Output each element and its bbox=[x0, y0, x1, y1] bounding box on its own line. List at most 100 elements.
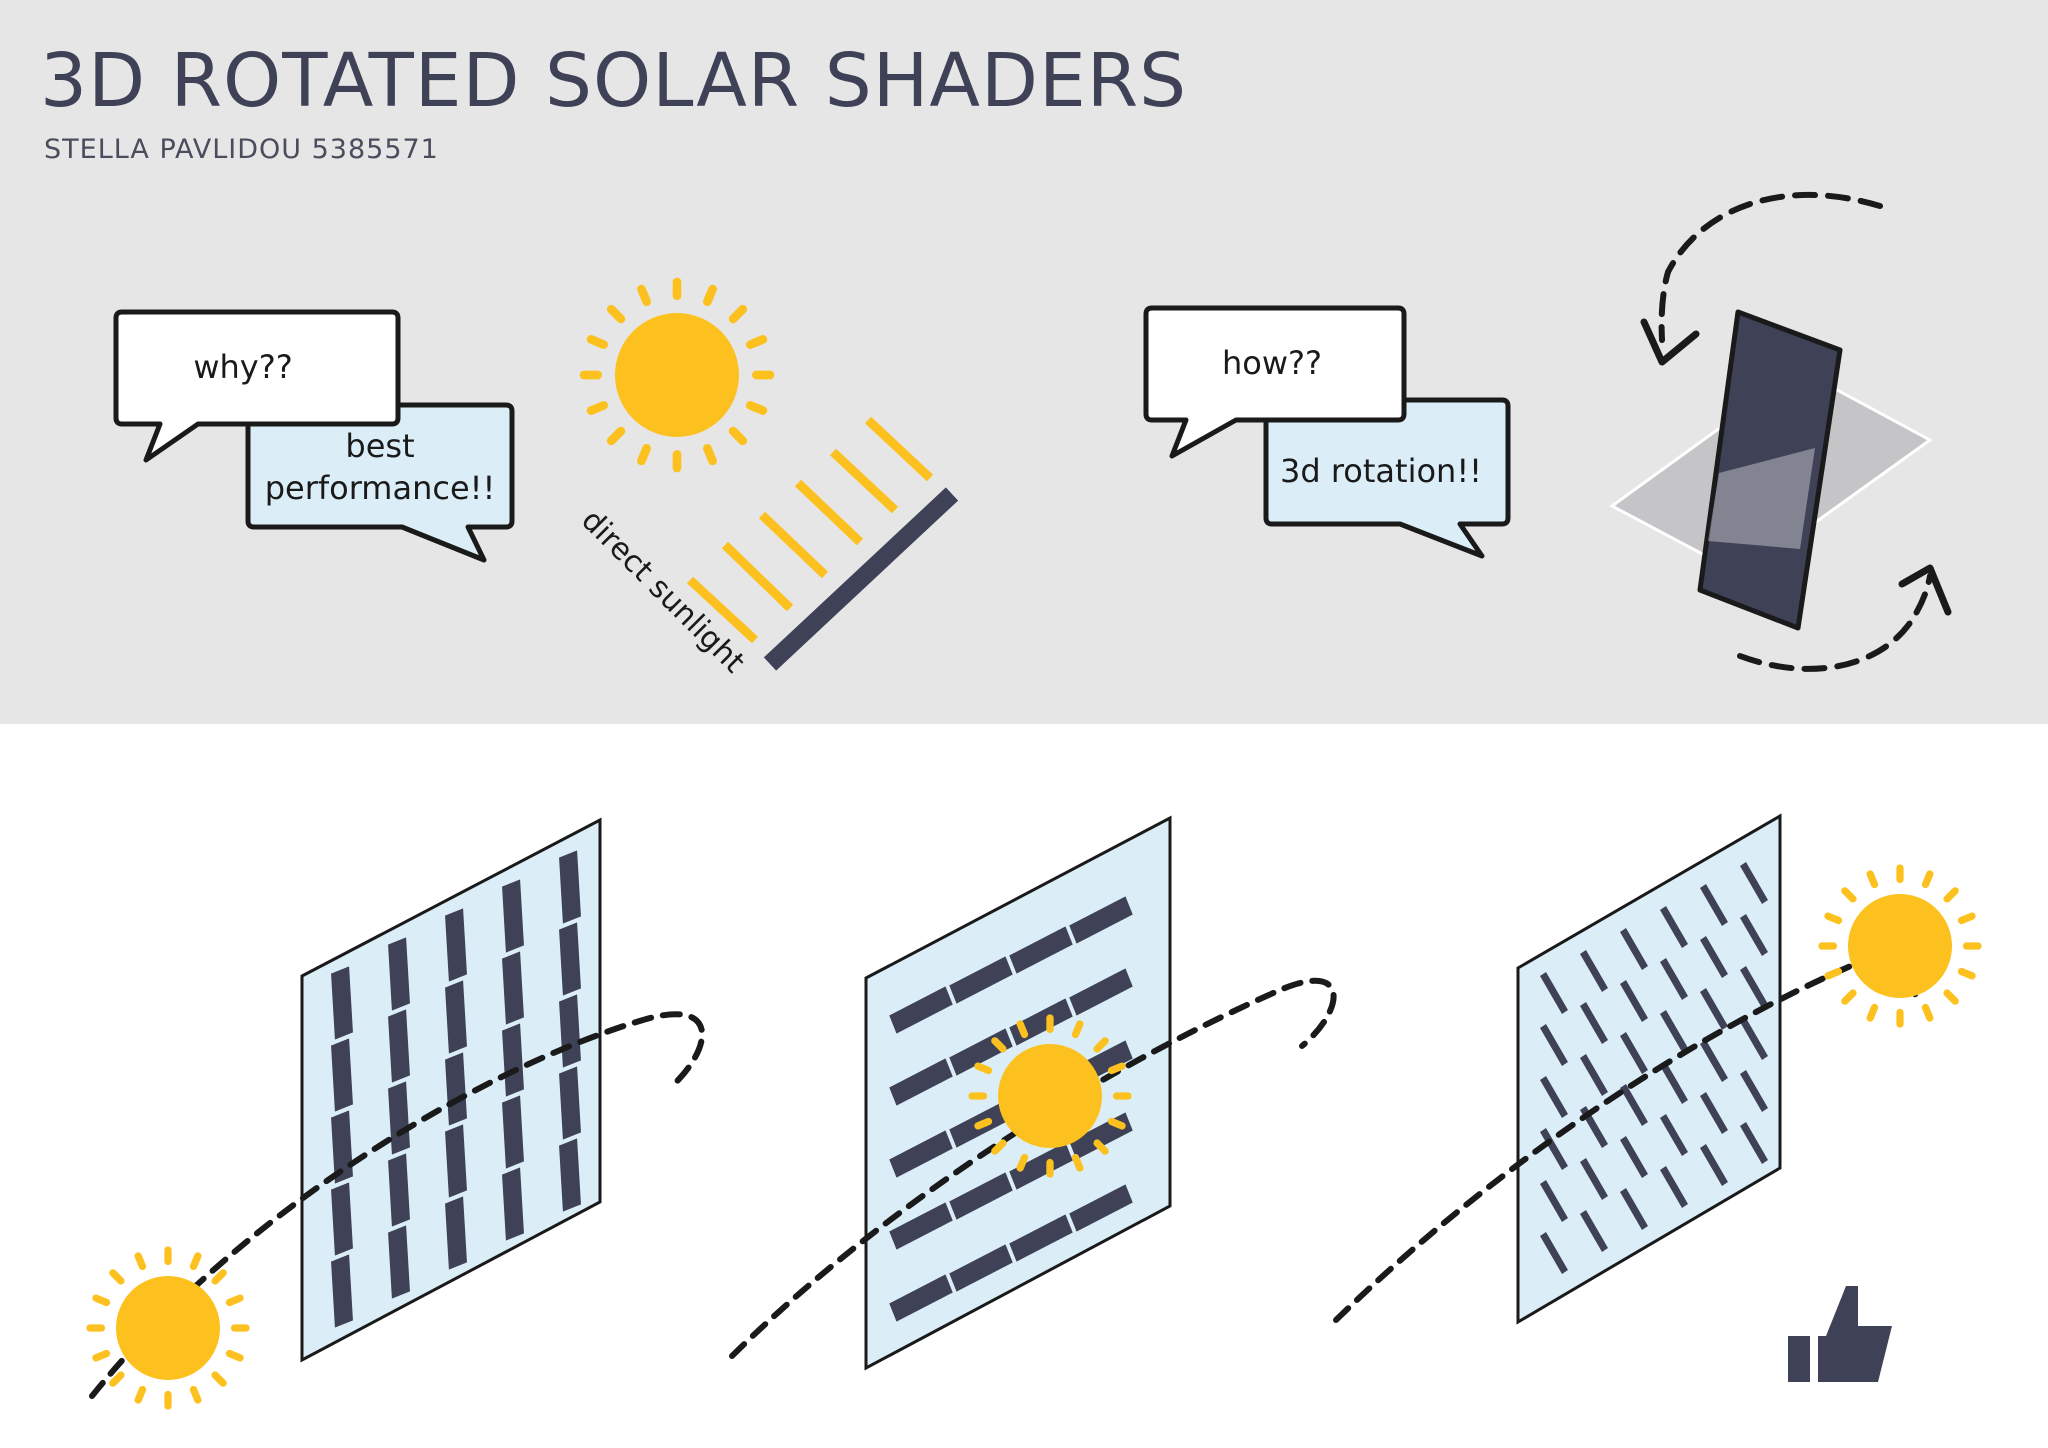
sun-ray bbox=[1107, 1117, 1126, 1130]
shader-panel-section bbox=[763, 487, 959, 671]
vertical-shader bbox=[499, 876, 527, 956]
direct-sunlight-label: direct sunlight bbox=[574, 503, 751, 680]
sun-ray bbox=[606, 426, 626, 446]
vertical-shader bbox=[499, 1092, 527, 1172]
rotated-shader bbox=[1540, 1076, 1568, 1118]
sun-disc bbox=[615, 313, 739, 437]
sun-ray bbox=[745, 401, 768, 415]
vertical-shader bbox=[499, 948, 527, 1028]
vertical-shader bbox=[556, 919, 584, 999]
sun-ray bbox=[703, 443, 717, 466]
speech-bubble-best: best performance!! bbox=[245, 402, 515, 563]
vertical-shader bbox=[442, 1193, 470, 1273]
sun-ray bbox=[991, 1037, 1007, 1053]
vertical-shader bbox=[328, 963, 356, 1043]
vertical-shader bbox=[556, 847, 584, 927]
sun-ray bbox=[1016, 1020, 1029, 1039]
rotated-shader bbox=[1700, 884, 1728, 926]
sun-ray bbox=[109, 1269, 125, 1285]
sun-ray bbox=[728, 426, 748, 446]
rotated-shader bbox=[1620, 1188, 1648, 1230]
vertical-shader bbox=[442, 905, 470, 985]
rotated-shader bbox=[1580, 1210, 1608, 1252]
vertical-shader bbox=[385, 1078, 413, 1158]
rotated-shader bbox=[1740, 1070, 1768, 1112]
horizontal-shader bbox=[1066, 1181, 1136, 1235]
sun-ray bbox=[1943, 989, 1959, 1005]
vertical-shader bbox=[385, 1150, 413, 1230]
sun-ray bbox=[974, 1062, 993, 1075]
rotated-shader bbox=[1660, 1010, 1688, 1052]
sun-ray bbox=[1824, 967, 1843, 980]
sun-ray bbox=[728, 304, 748, 324]
speech-bubble-why: why?? bbox=[113, 309, 401, 463]
sun-ray bbox=[1943, 887, 1959, 903]
sun-ray bbox=[92, 1294, 111, 1307]
sun-ray bbox=[974, 1117, 993, 1130]
sun-ray bbox=[1921, 870, 1934, 889]
sunlight-rays bbox=[686, 416, 934, 644]
rotated-shader bbox=[1700, 1040, 1728, 1082]
horizontal-shader bbox=[1006, 923, 1076, 977]
sun-ray bbox=[637, 284, 651, 307]
sun-ray bbox=[189, 1252, 202, 1271]
sun-ray bbox=[586, 335, 609, 349]
sun-icon bbox=[579, 277, 775, 473]
rotated-shader bbox=[1580, 1158, 1608, 1200]
sun-ray bbox=[1866, 870, 1879, 889]
horizontal-shader bbox=[886, 1271, 956, 1325]
author-subtitle: STELLA PAVLIDOU 5385571 bbox=[44, 134, 439, 165]
sun-ray bbox=[703, 284, 717, 307]
bubble-best-line1: best bbox=[345, 427, 414, 465]
facade-rotated-shaders bbox=[1333, 813, 1919, 1325]
bubble-why-text: why?? bbox=[193, 348, 292, 386]
vertical-shader bbox=[442, 1121, 470, 1201]
bubble-how-text: how?? bbox=[1222, 344, 1322, 382]
sun-ray bbox=[745, 335, 768, 349]
sun-ray bbox=[1071, 1153, 1084, 1172]
rotated-shader bbox=[1660, 906, 1688, 948]
rotated-shader bbox=[1620, 1136, 1648, 1178]
sun-ray bbox=[109, 1371, 125, 1387]
rotated-shader bbox=[1740, 862, 1768, 904]
rotated-shader bbox=[1740, 1122, 1768, 1164]
sun-ray bbox=[1957, 912, 1976, 925]
thumbs-up-icon bbox=[1788, 1286, 1892, 1382]
sun-ray bbox=[134, 1252, 147, 1271]
page-title: 3D ROTATED SOLAR SHADERS bbox=[40, 38, 1188, 124]
sun-ray bbox=[1071, 1020, 1084, 1039]
vertical-shader bbox=[385, 934, 413, 1014]
sun-ray bbox=[1824, 912, 1843, 925]
sun-ray bbox=[637, 443, 651, 466]
horizontal-shader bbox=[1066, 965, 1136, 1019]
sun-ray bbox=[1107, 1062, 1126, 1075]
rotated-shader bbox=[1660, 958, 1688, 1000]
rotated-shader bbox=[1580, 1054, 1608, 1096]
sun-ray bbox=[211, 1269, 227, 1285]
rotated-shader bbox=[1580, 1002, 1608, 1044]
horizontal-shader bbox=[886, 1127, 956, 1181]
rotated-shader bbox=[1620, 928, 1648, 970]
vertical-shader bbox=[328, 1251, 356, 1331]
rotated-shader bbox=[1740, 966, 1768, 1008]
sun-icon bbox=[968, 1014, 1132, 1178]
sun-disc bbox=[998, 1044, 1102, 1148]
vertical-shader bbox=[556, 1063, 584, 1143]
rotated-shader bbox=[1540, 1180, 1568, 1222]
sun-icon bbox=[86, 1246, 250, 1410]
speech-bubble-rotation: 3d rotation!! bbox=[1263, 397, 1511, 559]
sun-ray bbox=[1866, 1003, 1879, 1022]
horizontal-shader bbox=[946, 953, 1016, 1007]
horizontal-shader bbox=[946, 1241, 1016, 1295]
vertical-shader bbox=[442, 977, 470, 1057]
sun-ray bbox=[1016, 1153, 1029, 1172]
rotated-shader bbox=[1540, 1232, 1568, 1274]
vertical-shader bbox=[328, 1179, 356, 1259]
sun-ray bbox=[189, 1385, 202, 1404]
vertical-shader bbox=[556, 1135, 584, 1215]
sun-icon bbox=[1818, 864, 1982, 1028]
sun-ray bbox=[92, 1349, 111, 1362]
vertical-shader bbox=[385, 1006, 413, 1086]
sun-ray bbox=[1841, 989, 1857, 1005]
